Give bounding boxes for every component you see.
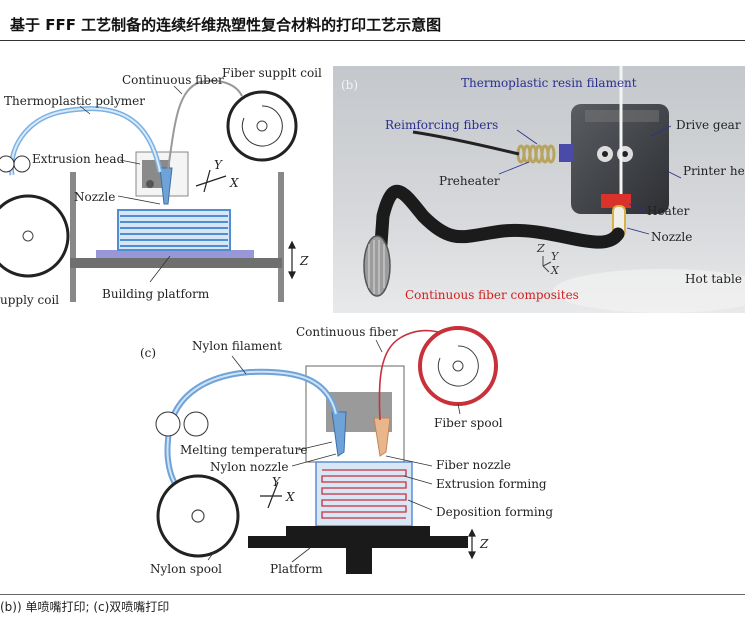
panel-b-render: (b) Thermoplastic resin filament Reimfor… [333, 66, 745, 313]
label-nozzle-b: Nozzle [651, 230, 693, 244]
label-nylon-filament: Nylon filament [192, 339, 282, 353]
panel-c-tag: (c) [140, 346, 157, 360]
title-divider [0, 40, 745, 41]
figure-title: 基于 FFF 工艺制备的连续纤维热塑性复合材料的打印工艺示意图 [10, 16, 442, 34]
axis-x-c: X [286, 490, 295, 504]
panel-b-tag: (b) [341, 78, 359, 92]
label-continuous-fiber-a: Continuous fiber [122, 73, 224, 87]
label-extrusion-forming: Extrusion forming [436, 477, 547, 491]
label-deposition-forming: Deposition forming [436, 505, 554, 519]
label-building-platform: Building platform [102, 287, 210, 301]
label-continuous-fiber-c: Continuous fiber [296, 325, 398, 339]
label-thermoplastic-polymer: Thermoplastic polymer [4, 94, 145, 108]
axis-x-b: X [551, 264, 559, 277]
label-heater: Heater [647, 204, 690, 218]
label-nozzle-a: Nozzle [74, 190, 116, 204]
label-fiber-supply-coil: Fiber supplt coil [222, 66, 322, 80]
axis-x-a: X [230, 176, 239, 190]
label-fiber-nozzle: Fiber nozzle [436, 458, 512, 472]
axis-y-b: Y [551, 250, 559, 263]
panel-b-illustration [333, 66, 745, 313]
label-reinforcing-fibers: Reimforcing fibers [385, 118, 499, 132]
axis-z-a: Z [300, 254, 309, 268]
panel-a-diagram [0, 79, 298, 302]
label-preheater: Preheater [439, 174, 500, 188]
label-drive-gear: Drive gear [676, 118, 741, 132]
label-melting-temperature: Melting temperature [180, 443, 308, 457]
axis-z-c: Z [480, 537, 489, 551]
figure-caption: (b)) 单喷嘴打印; (c)双喷嘴打印 [0, 600, 170, 614]
label-hot-table: Hot table [685, 272, 742, 286]
axis-z-b: Z [537, 242, 545, 255]
label-resin-filament: Thermoplastic resin filament [461, 76, 637, 90]
label-printer-head: Printer head [683, 164, 745, 178]
axis-y-a: Y [214, 158, 222, 172]
label-continuous-fiber-composites: Continuous fiber composites [405, 288, 579, 302]
axis-y-c: Y [272, 475, 280, 489]
label-nylon-nozzle: Nylon nozzle [210, 460, 289, 474]
label-platform: Platform [270, 562, 323, 576]
label-extrusion-head: Extrusion head [32, 152, 125, 166]
label-nylon-spool: Nylon spool [150, 562, 223, 576]
label-fiber-spool: Fiber spool [434, 416, 503, 430]
bottom-divider [0, 594, 745, 595]
label-supply-coil: upply coil [0, 293, 60, 307]
